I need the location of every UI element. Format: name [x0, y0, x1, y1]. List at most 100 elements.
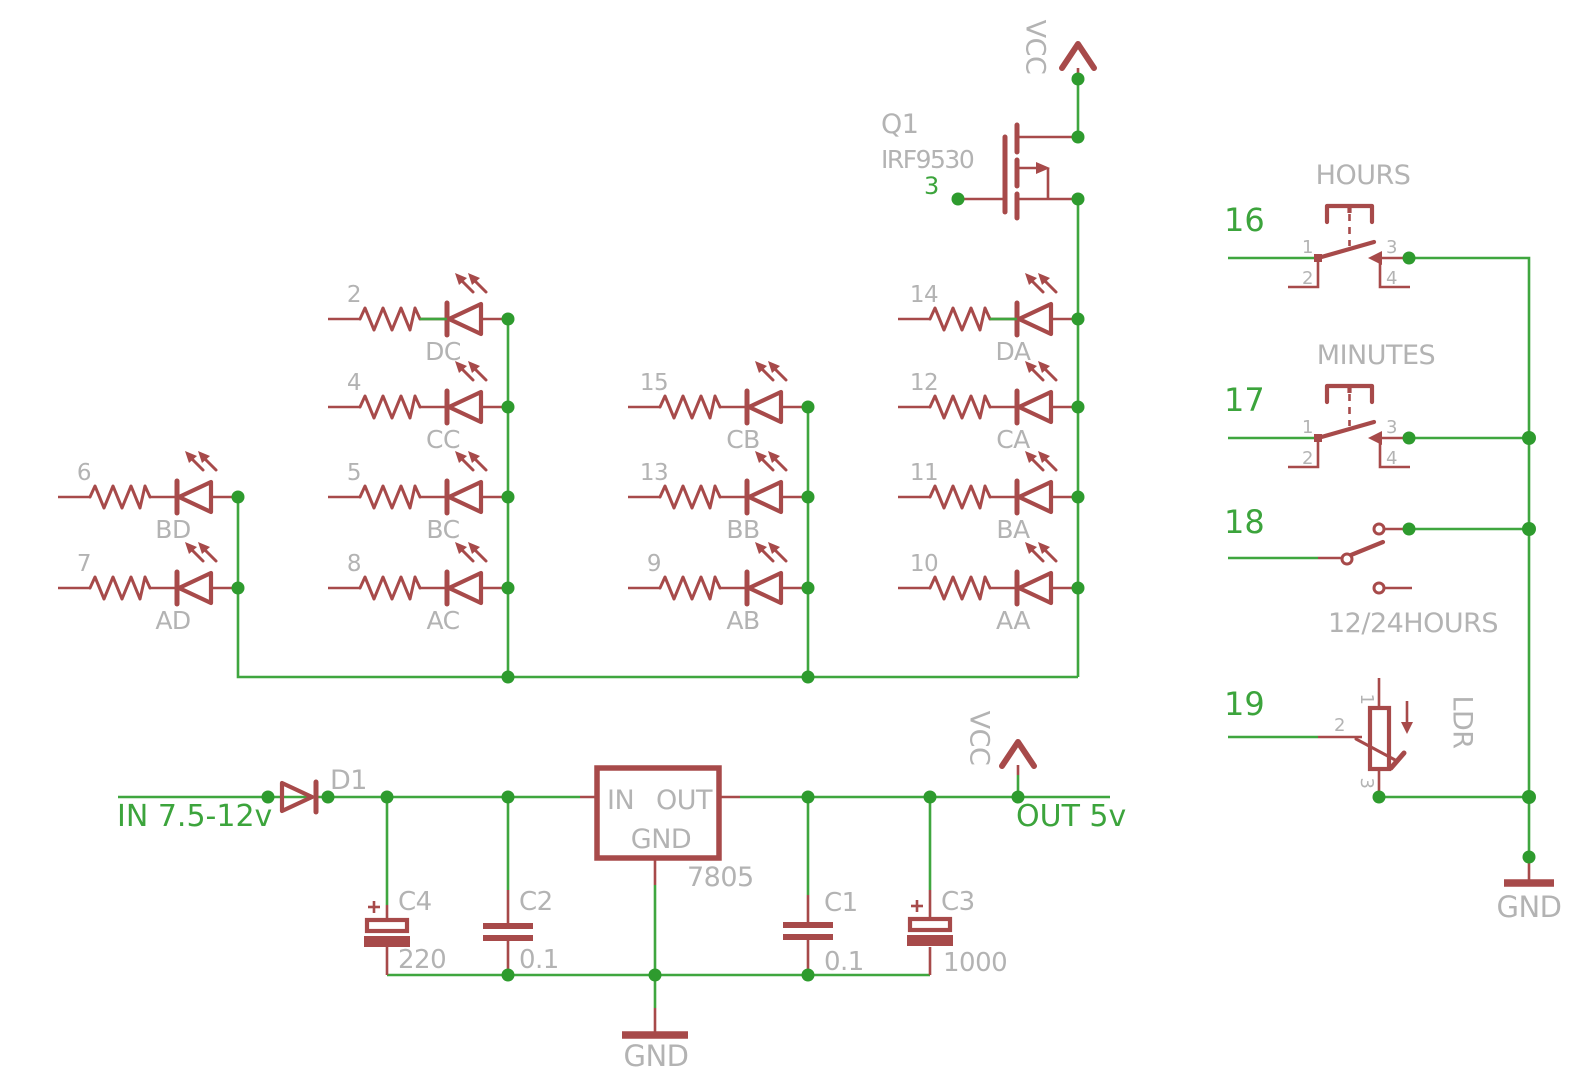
net-label: 16: [1224, 201, 1265, 239]
light-arrow-head: [1401, 722, 1413, 734]
transistor-ref: Q1: [881, 109, 918, 140]
gnd-symbol-right: GND: [1497, 879, 1562, 924]
led-name: BB: [726, 515, 759, 544]
led-pin-number: 2: [347, 282, 361, 308]
capacitor-icon: [783, 925, 833, 937]
gnd-label: GND: [1497, 890, 1562, 924]
led-pin-number: 9: [647, 551, 661, 577]
net-label: 19: [1224, 685, 1265, 723]
led-cell-ab: 9 AB: [628, 542, 808, 635]
switch-label: 12/24HOURS: [1328, 608, 1498, 639]
led-name: AA: [996, 606, 1030, 635]
led-cell-ca: 12 CA: [898, 361, 1078, 454]
green-net-wires: [118, 79, 1531, 1008]
cap-value: 0.1: [519, 945, 559, 975]
switch-contact: [1340, 552, 1354, 566]
led-pin-number: 15: [640, 370, 668, 396]
led-pin-number: 8: [347, 551, 361, 577]
switch-pin: 3: [1386, 237, 1397, 258]
led-pin-number: 7: [77, 551, 91, 577]
diode-icon: [279, 780, 315, 814]
ldr-pin: 2: [1334, 715, 1345, 736]
minutes-switch: MINUTES 17 1 2 3 4: [1224, 340, 1436, 469]
led-name: BD: [155, 515, 190, 544]
vcc-symbol-bottom: VCC: [964, 711, 1035, 766]
ldr-label: LDR: [1447, 695, 1478, 748]
net-label: 17: [1224, 381, 1265, 419]
led-pin-number: 5: [347, 460, 361, 486]
output-net-label: OUT 5v: [1016, 799, 1126, 834]
switch-label: MINUTES: [1317, 340, 1435, 371]
cap-value: 220: [398, 945, 446, 975]
cap-c4: C4 220: [364, 887, 447, 975]
power-section: IN 7.5-12v D1 IN OUT GND 7805 C4 220 C2 …: [117, 711, 1126, 1073]
cap-c3: C3 1000: [907, 887, 1008, 978]
led-cell-bd: 6 BD: [58, 451, 238, 544]
transistor-value: IRF9530: [881, 145, 974, 174]
led-name: BC: [426, 515, 459, 544]
cap-ref: C4: [398, 887, 432, 917]
ldr-wiper-tick: [1388, 750, 1407, 771]
regulator-part: 7805: [687, 862, 754, 893]
switch-pin: 2: [1302, 448, 1313, 469]
regulator-7805: IN OUT GND 7805: [594, 765, 754, 893]
net-label: 18: [1224, 503, 1265, 541]
led-name: BA: [996, 515, 1030, 544]
vcc-symbol-top: VCC: [1020, 20, 1095, 75]
switch-lever: [1348, 539, 1386, 558]
vcc-arrow-icon: [1002, 742, 1034, 766]
led-name: AB: [726, 606, 759, 635]
switch-pin: 1: [1302, 417, 1313, 438]
regulator-pin-in: IN: [607, 785, 634, 816]
ldr-wiper: [1354, 737, 1399, 763]
vcc-top-label: VCC: [1020, 20, 1051, 75]
led-cell-bb: 13 BB: [628, 451, 808, 544]
vcc-arrow-icon: [1062, 44, 1094, 68]
led-cell-ad: 7 AD: [58, 542, 238, 635]
hours-switch: HOURS 16 1 2 3 4: [1224, 160, 1410, 289]
cap-c2: C2 0.1: [483, 887, 559, 975]
q1-mosfet: Q1 IRF9530 3: [881, 109, 1078, 221]
cap-c1: C1 0.1: [783, 888, 864, 977]
switch-pin: 4: [1386, 448, 1397, 469]
led-cell-cb: 15 CB: [628, 361, 808, 454]
led-name: CC: [426, 425, 460, 454]
switch-contact: [1372, 581, 1386, 595]
led-name: AD: [155, 606, 190, 635]
switch-pin: 2: [1302, 268, 1313, 289]
mosfet-arrow-icon: [1036, 162, 1050, 174]
led-cell-ac: 8 AC: [328, 542, 508, 635]
cap-ref: C3: [941, 887, 975, 917]
switch-pin: 3: [1386, 417, 1397, 438]
vcc-bottom-label: VCC: [964, 711, 995, 766]
led-name: AC: [426, 606, 459, 635]
led-cell-aa: 10 AA: [898, 542, 1078, 635]
junction-dots: [231, 72, 1536, 982]
led-cell-da: 14 DA: [898, 273, 1078, 366]
switch-pin: 1: [1302, 237, 1313, 258]
cap-ref: C1: [824, 888, 858, 918]
led-name: CA: [996, 425, 1030, 454]
switch-contact: [1372, 522, 1386, 536]
ldr-component: 19 2 1 3 LDR: [1224, 685, 1478, 789]
regulator-pin-out: OUT: [656, 785, 713, 816]
led-pin-number: 12: [910, 370, 938, 396]
led-cell-ba: 11 BA: [898, 451, 1078, 544]
gnd-label: GND: [624, 1039, 689, 1073]
mode-switch-12-24: 18 12/24HOURS: [1224, 503, 1499, 639]
cap-value: 0.1: [824, 947, 864, 977]
regulator-pin-gnd: GND: [631, 824, 691, 855]
cap-ref: C2: [519, 887, 553, 917]
led-cell-dc: 2 DC: [328, 273, 508, 366]
led-pin-number: 6: [77, 460, 91, 486]
red-pin-wires: [385, 68, 1531, 1032]
led-pin-number: 11: [910, 460, 938, 486]
gnd-symbol-bottom: GND: [622, 1031, 689, 1073]
led-cell-cc: 4 CC: [328, 361, 508, 454]
led-name: CB: [726, 425, 760, 454]
led-pin-number: 4: [347, 370, 361, 396]
ldr-body-icon: [1367, 705, 1392, 772]
diode-d1: D1: [279, 765, 367, 815]
